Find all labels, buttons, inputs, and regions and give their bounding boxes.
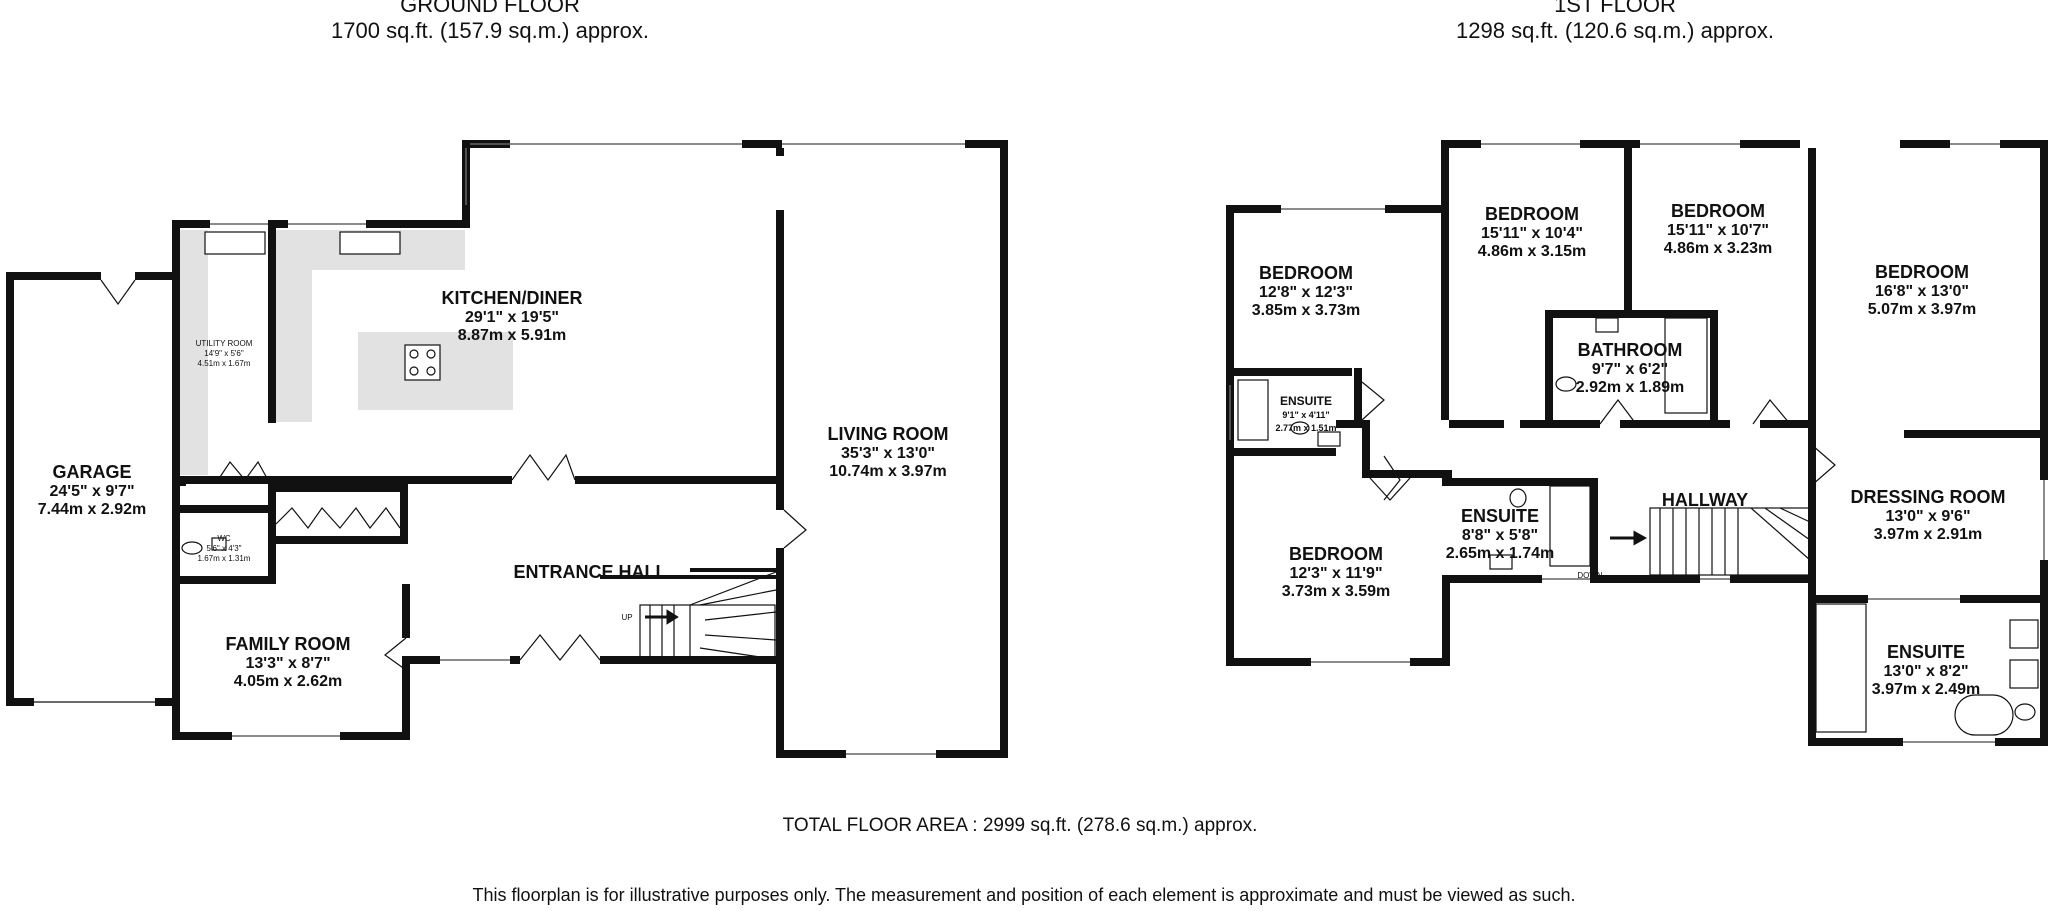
room-name-bedroom-e: BEDROOM: [1289, 544, 1383, 564]
room-metric-bedroom-a: 3.85m x 3.73m: [1252, 302, 1361, 319]
room-name-ensuite-b: ENSUITE: [1461, 506, 1539, 526]
room-imperial-bedroom-d: 16'8" x 13'0": [1875, 283, 1969, 300]
room-name-wc: WC: [217, 534, 231, 543]
room-metric-kitchen: 8.87m x 5.91m: [458, 327, 567, 344]
room-metric-bedroom-d: 5.07m x 3.97m: [1868, 301, 1977, 318]
room-imperial-ensuite-b: 8'8" x 5'8": [1462, 527, 1538, 544]
first-floor-labels: BEDROOM 12'8" x 12'3" 3.85m x 3.73m BEDR…: [1252, 201, 2006, 698]
stairs-down-label: DOWN: [1577, 571, 1603, 580]
ensuite-bath-left-icon: [1815, 603, 1867, 733]
ensuite-freestanding-bath-icon: [1954, 694, 2014, 736]
room-imperial-ensuite-c: 13'0" x 8'2": [1883, 663, 1968, 680]
room-metric-ensuite-c: 3.97m x 2.49m: [1872, 681, 1981, 698]
first-stairs: [1610, 507, 1811, 576]
bathroom-basin-icon: [1595, 317, 1619, 333]
hob-icon: [404, 344, 441, 381]
first-floor-area: 1298 sq.ft. (120.6 sq.m.) approx.: [1456, 18, 1774, 43]
room-name-bedroom-d: BEDROOM: [1875, 262, 1969, 282]
room-metric-ensuite-a: 2.77m x 1.51m: [1275, 423, 1336, 433]
room-imperial-kitchen: 29'1" x 19'5": [465, 309, 559, 326]
room-name-hallway: HALLWAY: [1662, 490, 1748, 510]
wc-basin-icon: [211, 537, 227, 551]
room-imperial-dressing: 13'0" x 9'6": [1885, 508, 1970, 525]
first-floor-header: 1ST FLOOR 1298 sq.ft. (120.6 sq.m.) appr…: [1395, 0, 1835, 44]
room-name-bathroom: BATHROOM: [1578, 340, 1683, 360]
room-name-kitchen: KITCHEN/DINER: [441, 288, 582, 308]
room-name-bedroom-b: BEDROOM: [1485, 204, 1579, 224]
room-imperial-ensuite-a: 9'1" x 4'11": [1282, 410, 1329, 420]
room-name-garage: GARAGE: [52, 462, 131, 482]
kitchen-sink-icon: [339, 231, 401, 255]
wc-toilet-icon: [181, 541, 203, 555]
bathroom-toilet-icon: [1555, 376, 1577, 392]
room-name-bedroom-c: BEDROOM: [1671, 201, 1765, 221]
room-imperial-bedroom-e: 12'3" x 11'9": [1289, 565, 1382, 582]
ensuite-shower-icon: [1237, 379, 1269, 441]
room-imperial-bedroom-b: 15'11" x 10'4": [1481, 225, 1583, 242]
ground-stairs: [639, 571, 777, 658]
room-metric-bathroom: 2.92m x 1.89m: [1576, 379, 1685, 396]
room-imperial-bedroom-c: 15'11" x 10'7": [1667, 222, 1769, 239]
bathroom-bath-icon: [1664, 317, 1708, 414]
room-name-dressing: DRESSING ROOM: [1850, 487, 2005, 507]
stairs-up-label: UP: [621, 613, 632, 622]
room-name-ensuite-a: ENSUITE: [1280, 394, 1332, 408]
room-metric-utility: 4.51m x 1.67m: [198, 359, 251, 368]
stairs-down-arrow-icon: [1610, 530, 1648, 546]
room-name-ensuite-c: ENSUITE: [1887, 642, 1965, 662]
kitchen-counter-side: [270, 230, 312, 422]
ground-floor-labels: KITCHEN/DINER 29'1" x 19'5" 8.87m x 5.91…: [38, 288, 949, 690]
utility-counter: [178, 230, 208, 475]
room-name-utility: UTILITY ROOM: [196, 339, 253, 348]
room-name-living: LIVING ROOM: [828, 424, 949, 444]
room-imperial-living: 35'3" x 13'0": [841, 445, 935, 462]
room-name-bedroom-a: BEDROOM: [1259, 263, 1353, 283]
ground-floor-plan: [6, 140, 1008, 758]
room-name-entrance-hall: ENTRANCE HALL: [514, 562, 667, 582]
ground-floor-area: 1700 sq.ft. (157.9 sq.m.) approx.: [331, 18, 649, 43]
ground-floor-title: GROUND FLOOR: [400, 0, 580, 17]
room-imperial-bathroom: 9'7" x 6'2": [1592, 361, 1668, 378]
room-metric-garage: 7.44m x 2.92m: [38, 501, 147, 518]
room-metric-ensuite-b: 2.65m x 1.74m: [1446, 545, 1555, 562]
total-floor-area: TOTAL FLOOR AREA : 2999 sq.ft. (278.6 sq…: [782, 815, 1258, 836]
ensuite-mid-shower-icon: [1549, 485, 1591, 567]
room-metric-dressing: 3.97m x 2.91m: [1874, 526, 1983, 543]
room-imperial-wc: 5'6" x 4'3": [207, 544, 242, 553]
room-metric-wc: 1.67m x 1.31m: [198, 554, 251, 563]
room-imperial-family: 13'3" x 8'7": [245, 655, 330, 672]
room-name-family: FAMILY ROOM: [225, 634, 350, 654]
disclaimer: This floorplan is for illustrative purpo…: [472, 885, 1576, 905]
stairs-up-arrow-icon: [645, 609, 679, 625]
room-metric-living: 10.74m x 3.97m: [829, 463, 946, 480]
room-metric-family: 4.05m x 2.62m: [234, 673, 343, 690]
ground-floor-header: GROUND FLOOR 1700 sq.ft. (157.9 sq.m.) a…: [270, 0, 710, 44]
first-floor-plan: [1226, 140, 2048, 746]
room-metric-bedroom-e: 3.73m x 3.59m: [1282, 583, 1391, 600]
room-imperial-bedroom-a: 12'8" x 12'3": [1259, 284, 1353, 301]
room-imperial-utility: 14'9" x 5'6": [204, 349, 244, 358]
room-metric-bedroom-b: 4.86m x 3.15m: [1478, 243, 1587, 260]
room-imperial-garage: 24'5" x 9'7": [49, 483, 134, 500]
utility-sink-icon: [204, 231, 266, 255]
room-metric-bedroom-c: 4.86m x 3.23m: [1664, 240, 1773, 257]
first-floor-title: 1ST FLOOR: [1554, 0, 1676, 17]
